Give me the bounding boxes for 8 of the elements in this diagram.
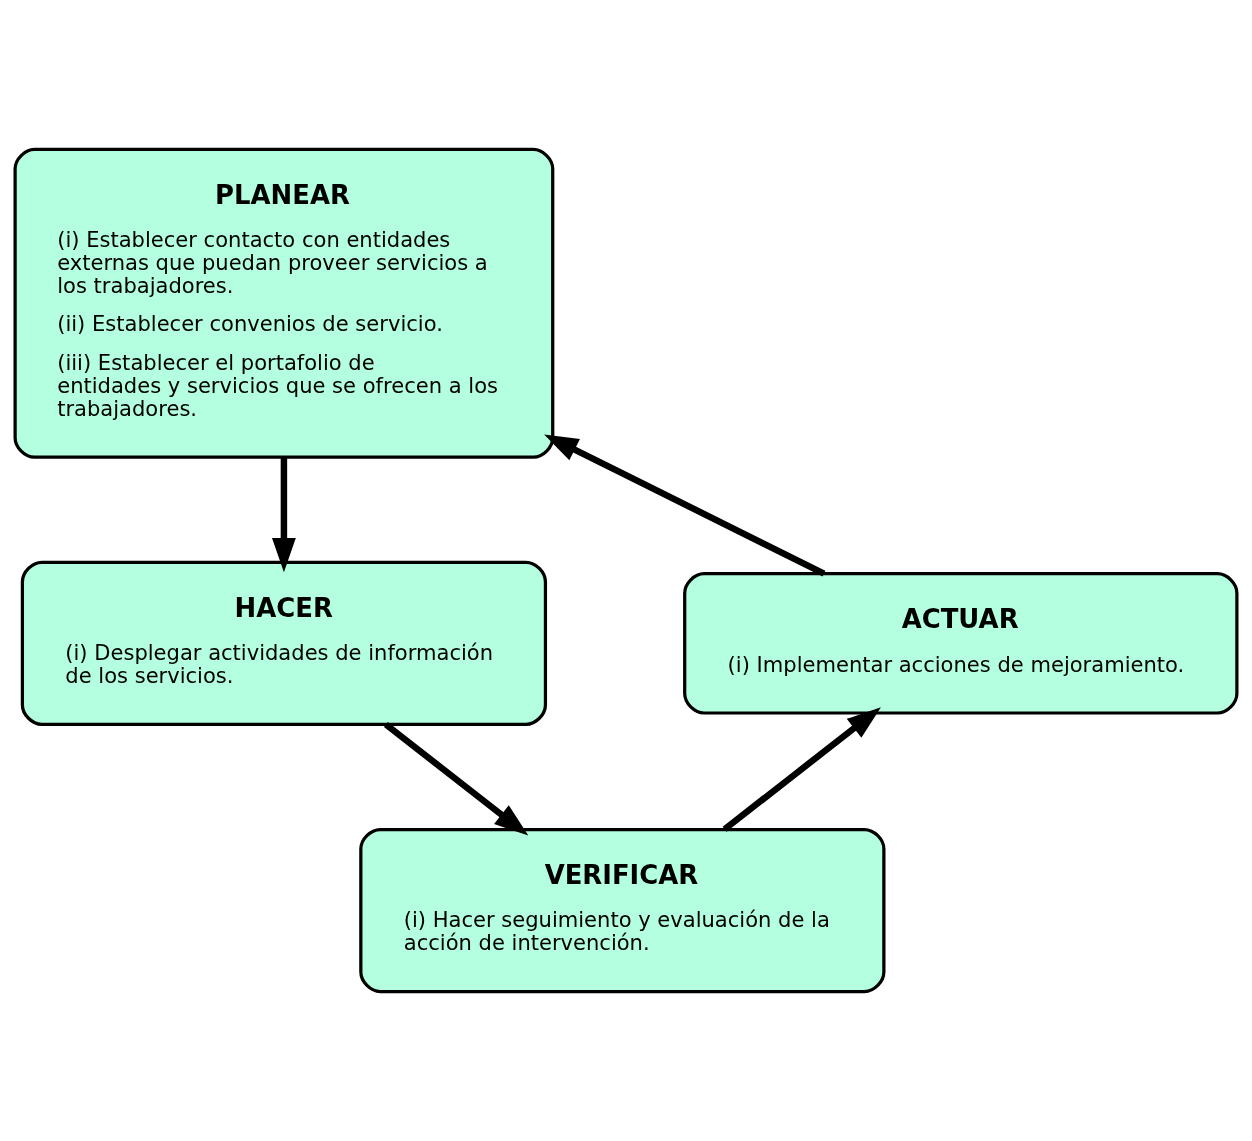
node-box: PLANEAR (i) Establecer contacto con entidades externas que puedan proveer servicios a los trabajadores. (ii) Establecer convenios de servicio. (iii) Establecer el portafolio de entidades y servicios que se ofrecen a los trabajadores. [13, 147, 555, 459]
node-box: VERIFICAR (i) Hacer seguimiento y evaluación de la acción de intervención. [359, 827, 886, 994]
arrow [383, 722, 529, 836]
arrow [272, 457, 296, 573]
node-box: ACTUAR (i) Implementar acciones de mejoramiento. [683, 572, 1239, 715]
arrow [544, 434, 826, 577]
arrow [722, 707, 881, 832]
node-box: HACER (i) Desplegar actividades de información de los servicios. [20, 560, 548, 726]
